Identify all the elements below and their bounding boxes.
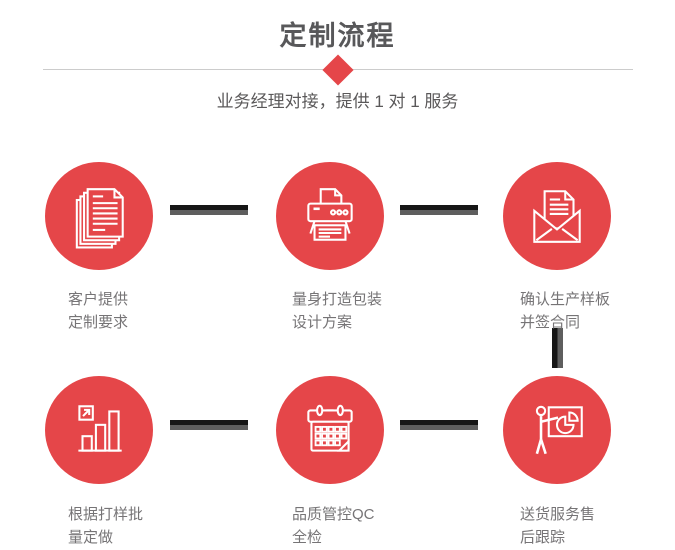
envelope-icon (533, 190, 581, 243)
step-label-quality-control: 品质管控QC 全检 (292, 503, 375, 549)
step-label-line1: 客户提供 (68, 291, 129, 308)
connector-horizontal-row1-a (170, 205, 248, 215)
step-label-batch-production: 根据打样批 量定做 (68, 503, 143, 549)
step-label-line2: 并签合同 (520, 314, 581, 331)
connector-horizontal-row2-a (170, 420, 248, 430)
page-title: 定制流程 (279, 21, 396, 51)
calendar-icon (307, 404, 353, 452)
step-label-sample-contract: 确认生产样板 并签合同 (520, 288, 610, 334)
step-label-line2: 后跟踪 (520, 529, 566, 546)
documents-icon (75, 188, 124, 249)
bar-chart-icon (78, 405, 122, 452)
diamond-marker (321, 54, 354, 86)
step-label-line2: 量定做 (68, 529, 114, 546)
step-label-line2: 设计方案 (292, 314, 353, 331)
step-label-packaging-design: 量身打造包装 设计方案 (292, 288, 382, 334)
step-batch-production (45, 376, 153, 484)
step-sample-contract (503, 162, 611, 270)
step-label-line1: 确认生产样板 (520, 291, 611, 308)
step-label-line2: 定制要求 (68, 314, 129, 331)
step-label-delivery-service: 送货服务售 后跟踪 (520, 503, 595, 549)
step-label-line1: 品质管控QC (292, 506, 375, 523)
step-label-customer-requirements: 客户提供 定制要求 (68, 288, 128, 334)
step-label-line1: 根据打样批 (68, 506, 144, 523)
subtitle: 业务经理对接，提供 1 对 1 服务 (216, 92, 459, 111)
step-label-line1: 送货服务售 (520, 506, 596, 523)
connector-horizontal-row1-b (400, 205, 478, 215)
step-delivery-service (503, 376, 611, 484)
step-label-line1: 量身打造包装 (292, 291, 383, 308)
step-label-line2: 全检 (292, 529, 323, 546)
step-packaging-design (276, 162, 384, 270)
step-quality-control (276, 376, 384, 484)
printer-icon (307, 188, 353, 241)
connector-horizontal-row2-b (400, 420, 478, 430)
step-customer-requirements (45, 162, 153, 270)
presentation-icon (535, 405, 583, 455)
connector-vertical (552, 328, 563, 368)
